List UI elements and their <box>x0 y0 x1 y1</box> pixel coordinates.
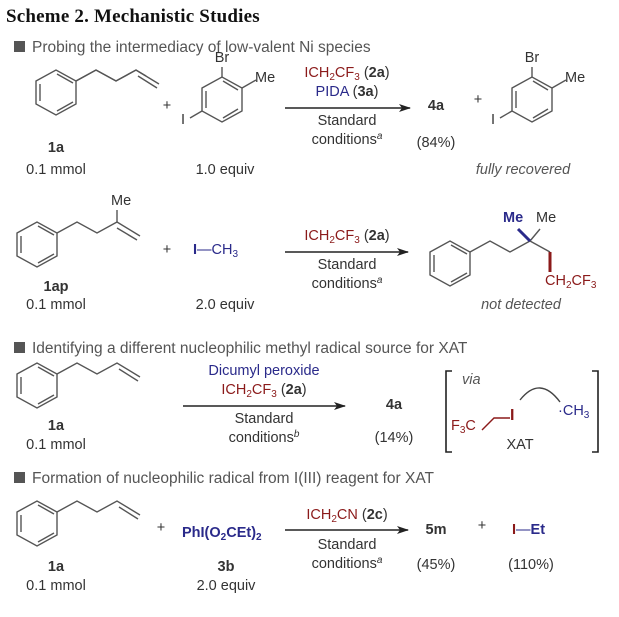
xat-label: XAT <box>506 437 534 453</box>
section-heading-ni: Probing the intermediacy of low-valent N… <box>14 39 371 57</box>
conditions-line1: Standard <box>317 537 377 553</box>
plus-sign: + <box>156 520 166 536</box>
atom-me: Me <box>255 70 276 86</box>
amount-3b: 2.0 equiv <box>196 578 256 594</box>
xat-curved-arrow <box>519 387 561 403</box>
reagent-2a: ICH2CF3 (2a) <box>221 382 307 400</box>
atom-br: Br <box>214 50 230 66</box>
methyl-blue: Me <box>503 210 524 226</box>
plus-sign: + <box>162 242 172 258</box>
reagent-dicumyl-peroxide: Dicumyl peroxide <box>208 363 320 379</box>
ch2cf3-group: CH2CF3 <box>545 273 597 291</box>
conditions-line2: conditionsa <box>311 555 383 573</box>
scheme-title: Scheme 2. Mechanistic Studies <box>6 6 260 27</box>
reagent-2a: ICH2CF3 (2a) <box>304 228 390 246</box>
conditions-line2: conditionsb <box>228 429 300 447</box>
structure-1a-rxn3 <box>16 362 141 409</box>
amount-1a: 0.1 mmol <box>26 162 86 178</box>
note-not-detected: not detected <box>481 297 561 313</box>
plus-sign: + <box>162 98 172 114</box>
bullet-square-icon <box>14 342 25 353</box>
plus-sign: + <box>477 518 487 534</box>
conditions-line2: conditionsa <box>311 275 383 293</box>
product-4a: 4a <box>427 98 445 114</box>
structure-aryl-recovered <box>499 67 567 123</box>
cf3-group: F3C <box>451 418 476 436</box>
conditions-line1: Standard <box>317 113 377 129</box>
compound-label-1a: 1a <box>47 140 65 156</box>
conditions-line2: conditionsa <box>311 131 383 149</box>
conditions-line1: Standard <box>234 411 294 427</box>
compound-label-1a: 1a <box>47 559 65 575</box>
via-label: via <box>462 372 481 388</box>
cf3-ch2-bond <box>481 417 510 431</box>
compound-label-3b: 3b <box>217 559 235 575</box>
amount-1ap: 0.1 mmol <box>26 297 86 313</box>
yield-ethyl-iodide: (110%) <box>508 557 554 573</box>
section-heading-methyl-radical: Identifying a different nucleophilic met… <box>14 340 467 358</box>
bullet-square-icon <box>14 472 25 483</box>
compound-label-1a: 1a <box>47 418 65 434</box>
methyl: Me <box>536 210 557 226</box>
conditions-line1: Standard <box>317 257 377 273</box>
methyl-iodide: I—CH3 <box>193 242 239 260</box>
atom-i: I <box>491 112 496 128</box>
product-5m: 5m <box>425 522 447 538</box>
yield-4a: (14%) <box>374 430 414 446</box>
yield-5m: (45%) <box>416 557 456 573</box>
amount-methyl-iodide: 2.0 equiv <box>195 297 255 313</box>
reagent-3a: PIDA (3a) <box>315 84 379 100</box>
amount-1a: 0.1 mmol <box>26 437 86 453</box>
bullet-square-icon <box>14 41 25 52</box>
atom-br: Br <box>524 50 540 66</box>
iodine-atom: I <box>510 407 515 424</box>
yield-4a: (84%) <box>416 135 456 151</box>
amount-1a: 0.1 mmol <box>26 578 86 594</box>
structure-1ap <box>16 210 141 268</box>
atom-me: Me <box>565 70 586 86</box>
reagent-2c: ICH2CN (2c) <box>306 507 388 525</box>
reagent-2a: ICH2CF3 (2a) <box>304 65 390 83</box>
section-heading-iiii-reagent: Formation of nucleophilic radical from I… <box>14 470 434 488</box>
structure-1a-rxn4 <box>16 500 141 547</box>
plus-sign: + <box>473 92 483 108</box>
compound-label-1ap: 1ap <box>43 279 69 295</box>
ethyl-iodide: I—Et <box>512 522 546 538</box>
product-4a: 4a <box>385 397 403 413</box>
structure-aryl-bromide <box>189 67 257 123</box>
xat-bracket <box>445 370 599 453</box>
reagent-3b-formula: PhI(O2CEt)2 <box>182 525 262 543</box>
structure-product-not-detected <box>429 227 552 287</box>
note-fully-recovered: fully recovered <box>475 162 571 178</box>
atom-me: Me <box>111 193 132 209</box>
methyl-radical: ·CH3 <box>558 403 590 421</box>
atom-i: I <box>181 112 186 128</box>
amount-aryl: 1.0 equiv <box>195 162 255 178</box>
